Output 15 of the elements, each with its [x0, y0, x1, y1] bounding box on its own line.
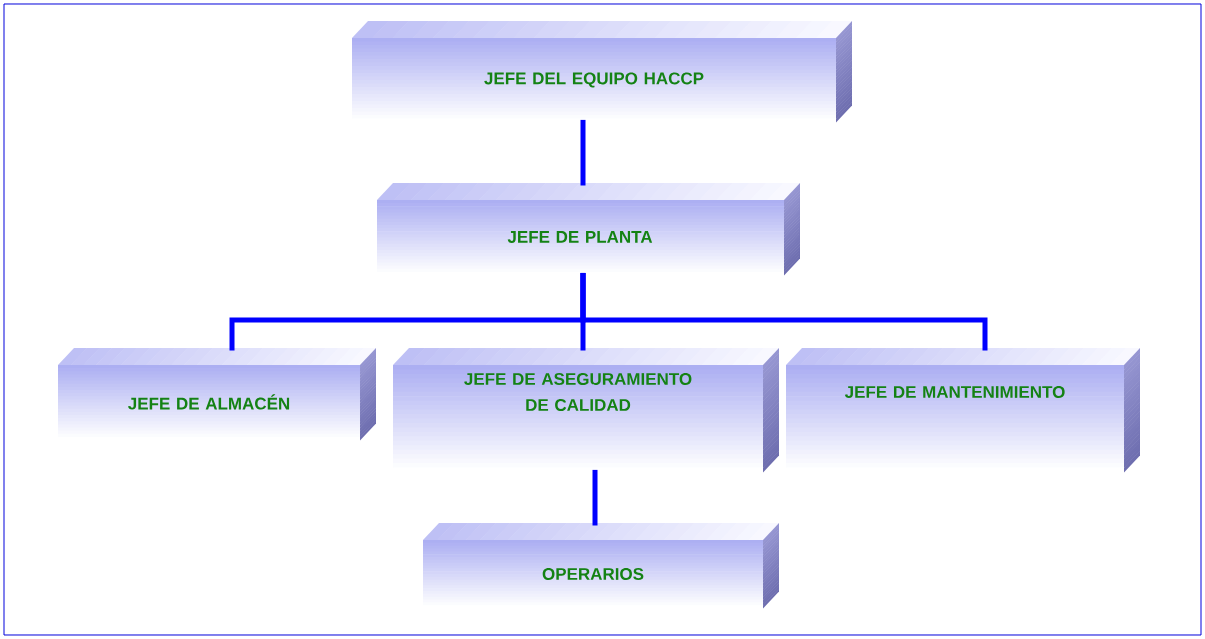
prism-box: JEFE DEL EQUIPO HACCP	[352, 21, 853, 123]
prism-box: OPERARIOS	[423, 523, 780, 609]
prism-box: JEFE DE MANTENIMIENTO	[786, 348, 1141, 473]
node-label: JEFE DE ALMACÉN	[128, 394, 290, 410]
prism-box: JEFE DE ALMACÉN	[58, 348, 377, 441]
connector-line	[592, 469, 598, 526]
node-label: JEFE DE ASEGURAMIENTO DE CALIDAD	[464, 372, 692, 412]
prism-box: JEFE DE PLANTA	[377, 183, 801, 276]
connector-line	[580, 119, 586, 186]
connector-line	[580, 272, 988, 351]
node-label: JEFE DE PLANTA	[507, 231, 653, 243]
node-label: JEFE DEL EQUIPO HACCP	[484, 72, 704, 88]
prism-box: JEFE DE ASEGURAMIENTO DE CALIDAD	[393, 348, 780, 473]
node-label: JEFE DE MANTENIMIENTO	[844, 385, 1065, 399]
node-label: OPERARIOS	[542, 567, 644, 581]
